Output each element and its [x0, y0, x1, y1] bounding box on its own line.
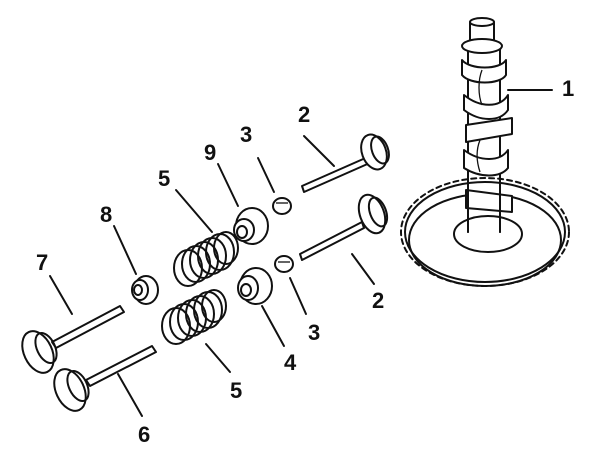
valve-left: 7	[21, 250, 125, 374]
valve-spring-lower: 5	[161, 289, 242, 403]
leader-line-2-upper	[303, 135, 335, 167]
seal-cap: 9	[204, 140, 269, 245]
cam-shaft	[461, 17, 513, 233]
valve-spring-upper: 5	[158, 166, 239, 287]
rotator: 8	[100, 202, 159, 305]
callout-2-lower: 2	[372, 288, 384, 313]
callout-1: 1	[562, 76, 574, 101]
callout-4: 4	[284, 350, 297, 375]
retainer-lock-upper: 3	[240, 122, 292, 215]
callout-9: 9	[204, 140, 216, 165]
camshaft-assembly: 1	[400, 17, 574, 287]
callout-7: 7	[36, 250, 48, 275]
valve-upper-right: 2	[298, 102, 390, 193]
leader-line-2-lower	[351, 253, 375, 285]
spring-retainer: 4	[237, 267, 297, 375]
callout-3-lower: 3	[308, 320, 320, 345]
callout-5-lower: 5	[230, 378, 242, 403]
retainer-lock-lower: 3	[274, 255, 320, 345]
valve-bottom: 6	[53, 345, 157, 447]
callout-6: 6	[138, 422, 150, 447]
callout-8: 8	[100, 202, 112, 227]
callout-5-upper: 5	[158, 166, 170, 191]
valve-lower-right: 2	[299, 193, 389, 313]
callout-3-upper: 3	[240, 122, 252, 147]
callout-2-upper: 2	[298, 102, 310, 127]
